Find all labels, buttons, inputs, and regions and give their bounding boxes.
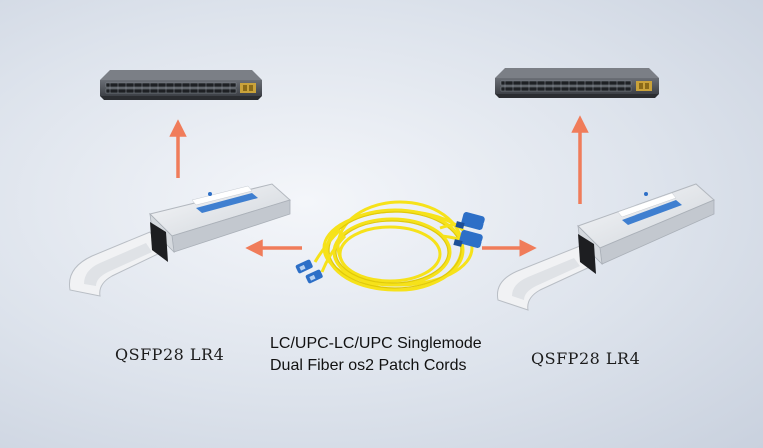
cable-caption-line-1: LC/UPC-LC/UPC Singlemode: [270, 335, 482, 352]
lc-connector-icon-left: [295, 259, 323, 284]
fiber-patch-cord-icon: [295, 200, 489, 292]
lc-connector-icon-right: [453, 212, 489, 248]
left-qsfp28-transceiver-icon: [68, 183, 291, 297]
left-module-label: QSFP28 LR4: [115, 345, 225, 364]
right-qsfp28-transceiver-icon: [496, 183, 715, 311]
right-module-label: QSFP28 LR4: [531, 349, 641, 368]
right-network-switch-icon: [495, 68, 659, 98]
left-network-switch-icon: [100, 70, 262, 100]
cable-caption-line-2: Dual Fiber os2 Patch Cords: [270, 357, 467, 374]
